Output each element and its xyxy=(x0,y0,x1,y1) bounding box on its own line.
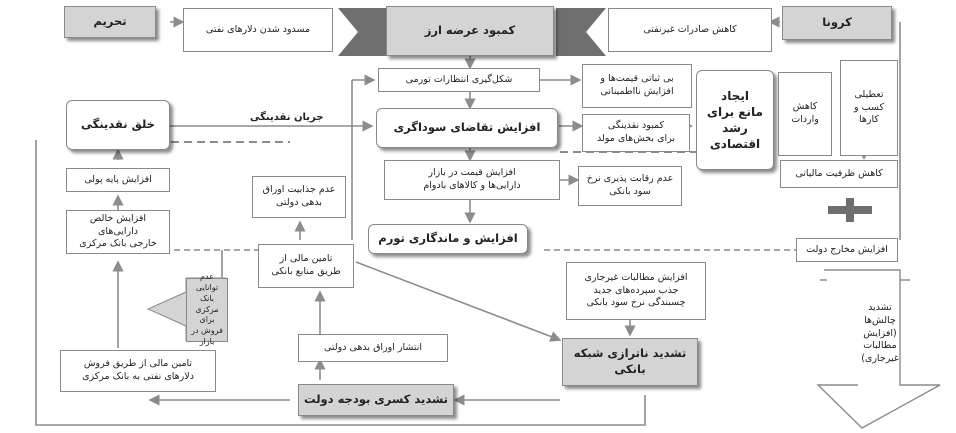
bond-issuance-box: انتشار اوراق بدهی دولتی xyxy=(298,334,448,362)
non-oil-exports-box: کاهش صادرات غیرنفتی xyxy=(608,8,772,52)
liquidity-flow-label: جریان نقدینگی xyxy=(250,112,324,123)
budget-deficit-box: تشدید کسری بودجه دولت xyxy=(298,384,454,416)
asset-price-rise-box: افزایش قیمت در بازار دارایی‌ها و کالاهای… xyxy=(384,160,560,200)
blocked-oil-dollars-box: مسدود شدن دلارهای نفتی xyxy=(183,8,333,52)
tax-capacity-box: کاهش ظرفیت مالیاتی xyxy=(780,160,898,188)
liquidity-shortage-box: کمبود نقدینگی برای بخش‌های مولد xyxy=(582,114,690,152)
nfa-increase-box: افزایش خالص دارایی‌های خارجی بانک مرکزی xyxy=(66,210,170,254)
market-financing-box: تامین مالی از طریق منابع بانکی xyxy=(258,244,354,288)
bank-inability-box: عدم توانایی بانک مرکزی برای فروش در بازا… xyxy=(186,272,228,346)
persistent-inflation-box: افزایش و ماندگاری تورم xyxy=(368,224,528,254)
sanctions-box: تحریم xyxy=(64,6,156,38)
right-chevron xyxy=(556,8,606,56)
cb-oil-dollar-sale-box: تامین مالی از طریق فروش دلارهای نفتی به … xyxy=(60,350,216,392)
bank-imbalance-box: تشدید ناترازی شبکه بانکی xyxy=(562,338,698,386)
growth-barrier-box: ایجاد مانع برای رشد اقتصادی xyxy=(696,70,774,170)
speculative-demand-box: افزایش تقاضای سوداگری xyxy=(376,108,558,148)
inflation-expectations-box: شکل‌گیری انتظارات تورمی xyxy=(378,68,540,92)
import-decline-box: کاهش واردات xyxy=(778,72,832,156)
bond-unattractive-box: عدم جذابیت اوراق بدهی دولتی xyxy=(252,176,346,218)
liquidity-creation-box: خلق نقدینگی xyxy=(66,100,170,150)
corona-box: کرونا xyxy=(782,6,892,40)
financing-to-imbalance xyxy=(355,261,562,342)
gov-spending-box: افزایش مخارج دولت xyxy=(796,238,898,262)
rate-noncompetitive-box: عدم رقابت پذیری نرخ سود بانکی xyxy=(578,166,682,206)
non-gov-claims-box: افزایش مطالبات غیرجاری جذب سپرده‌های جدی… xyxy=(566,262,706,320)
plus-sign xyxy=(828,198,872,222)
price-instability-box: بی ثباتی قیمت‌ها و افزایش نااطمینانی xyxy=(582,64,692,108)
monetary-base-box: افزایش پایه پولی xyxy=(66,168,170,192)
business-closure-box: تعطیلی کسب و کارها xyxy=(840,60,898,156)
left-chevron xyxy=(338,8,388,56)
intensify-challenges-label: تشدید چالش‌ها (افزایش مطالبات غیرجاری) xyxy=(861,301,899,365)
fx-supply-shortage-box: کمبود عرضه ارز xyxy=(386,6,554,56)
